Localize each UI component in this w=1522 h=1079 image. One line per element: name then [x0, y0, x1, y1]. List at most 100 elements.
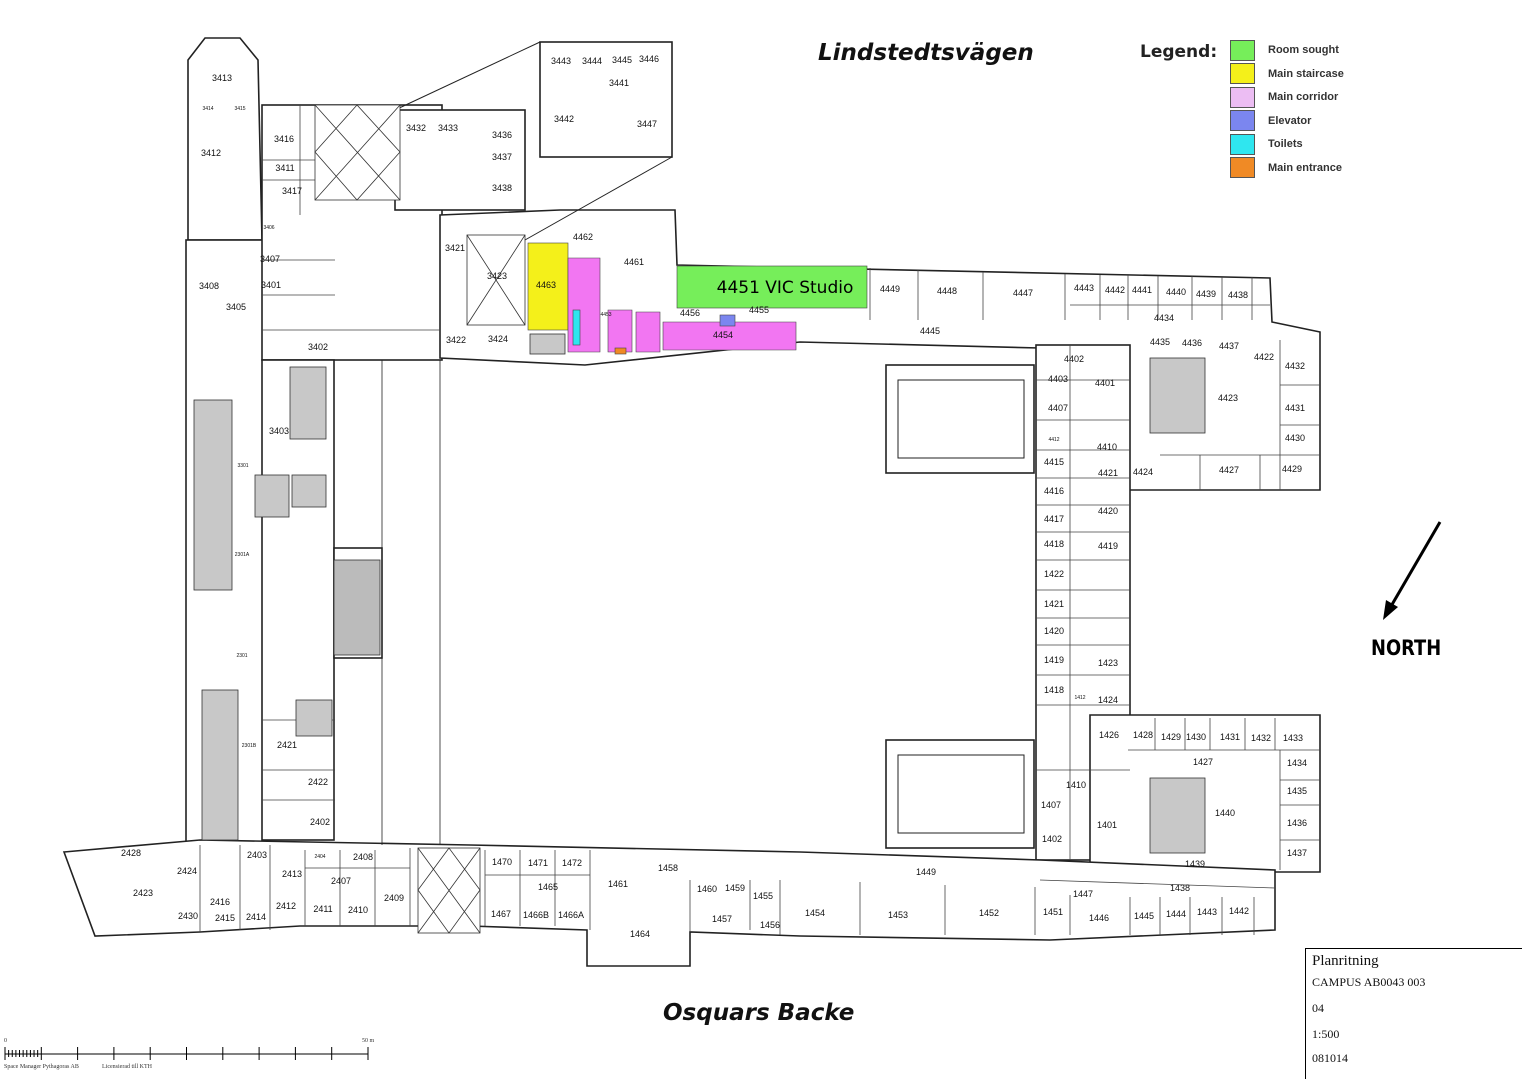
room-label: 3424 [488, 334, 508, 344]
room-label: 3417 [282, 186, 302, 196]
room-label: 2403 [247, 850, 267, 860]
room-label: 2414 [246, 912, 266, 922]
room-label: 4430 [1285, 433, 1305, 443]
room-label: 3445 [612, 55, 632, 65]
room-label: 1458 [658, 863, 678, 873]
toilets-area [572, 309, 581, 346]
room-label: 4449 [880, 284, 900, 294]
legend-item: Elevator [1230, 109, 1311, 133]
plan-date: 081014 [1312, 1051, 1348, 1065]
legend-swatch [1230, 63, 1255, 84]
legend-item: Main entrance [1230, 156, 1342, 180]
room-label: 3433 [438, 123, 458, 133]
room-label: 3442 [554, 114, 574, 124]
room-label: 1432 [1251, 733, 1271, 743]
room-label: 2402 [310, 817, 330, 827]
room-label: 4456 [680, 308, 700, 318]
room-label: 4401 [1095, 378, 1115, 388]
room-label: 1449 [916, 867, 936, 877]
room-label: 1412 [1074, 695, 1085, 701]
room-label: 4435 [1150, 337, 1170, 347]
room-label: 4422 [1254, 352, 1274, 362]
room-label: 4445 [920, 326, 940, 336]
room-label: 3432 [406, 123, 426, 133]
legend-swatch [1230, 133, 1255, 155]
room-label: 1426 [1099, 730, 1119, 740]
room-label: 4427 [1219, 465, 1239, 475]
room-label: 4442 [1105, 285, 1125, 295]
room-label: 1470 [492, 857, 512, 867]
room-label: 1424 [1098, 695, 1118, 705]
room-label: 1420 [1044, 626, 1064, 636]
room-label: 4424 [1133, 467, 1153, 477]
room-label: 2301B [242, 743, 257, 749]
legend-swatch [1230, 110, 1255, 131]
room-label: 3438 [492, 183, 512, 193]
plan-code: CAMPUS AB0043 003 [1312, 975, 1426, 989]
room-label: 4462 [573, 232, 593, 242]
legend-item: Toilets [1230, 132, 1303, 156]
room-label: 3414 [202, 106, 213, 112]
room-label: 4423 [1218, 393, 1238, 403]
room-label: 1442 [1229, 906, 1249, 916]
credit-left: Space Manager Pythagoras AB [4, 1064, 79, 1070]
legend-swatch [1230, 157, 1255, 178]
main-staircase-area [527, 242, 569, 331]
scale-start: 0 [4, 1038, 7, 1044]
room-label: 1428 [1133, 730, 1153, 740]
room-label: 3411 [275, 163, 294, 173]
room-label: 4454 [713, 330, 733, 340]
room-label: 1467 [491, 909, 511, 919]
legend-swatch [1230, 86, 1255, 108]
north-arrow-icon [1383, 521, 1442, 620]
legend-label: Toilets [1268, 138, 1303, 150]
plan-scale: 1:500 [1312, 1027, 1340, 1041]
room-label: 4453 [600, 312, 611, 318]
room-label: 3403 [269, 426, 289, 436]
room-label: 1422 [1044, 569, 1064, 579]
room-label: 3412 [201, 148, 221, 158]
legend-item: Main staircase [1230, 62, 1344, 86]
legend-label: Room sought [1268, 44, 1339, 56]
room-label: 4434 [1154, 313, 1174, 323]
room-label: 1457 [712, 914, 732, 924]
room-label: 1453 [888, 910, 908, 920]
room-label: 2413 [282, 869, 302, 879]
room-label: 4447 [1013, 288, 1033, 298]
title-block: Planritning CAMPUS AB0043 003 04 1:500 0… [1305, 948, 1522, 1079]
main-entrance-area [614, 347, 627, 355]
room-label: 3447 [637, 119, 657, 129]
room-label: 3408 [199, 281, 219, 291]
legend-swatch [1230, 39, 1255, 61]
room-label: 1402 [1042, 834, 1062, 844]
room-label: 4455 [749, 305, 769, 315]
room-label: 2416 [210, 897, 230, 907]
room-label: 1410 [1066, 780, 1086, 790]
room-label: 3402 [308, 342, 328, 352]
room-label: 1443 [1197, 907, 1217, 917]
room-label: 4402 [1064, 354, 1084, 364]
room-label: 4420 [1098, 506, 1118, 516]
room-label: 3406 [263, 225, 274, 231]
room-label: 3443 [551, 56, 571, 66]
room-label: 1452 [979, 908, 999, 918]
room-label: 2301 [236, 653, 247, 659]
room-label: 2422 [308, 777, 328, 787]
legend-label: Main entrance [1268, 161, 1342, 174]
room-label: 2404 [314, 854, 325, 860]
room-label: 1423 [1098, 658, 1118, 668]
room-label: 4421 [1098, 468, 1118, 478]
room-label: 4448 [937, 286, 957, 296]
west-tower [187, 37, 263, 241]
room-label: 1429 [1161, 732, 1181, 742]
room-label: 3413 [212, 73, 232, 83]
room-sought-label: 4451 VIC Studio [717, 278, 854, 298]
room-label: 4403 [1048, 374, 1068, 384]
room-label: 4407 [1048, 403, 1068, 413]
room-label: 1445 [1134, 911, 1154, 921]
room-label: 3301 [237, 463, 248, 469]
credit-right: Licensierad till KTH [102, 1064, 152, 1070]
room-label: 1407 [1041, 800, 1061, 810]
room-label: 2301A [235, 552, 250, 558]
room-label: 4429 [1282, 464, 1302, 474]
